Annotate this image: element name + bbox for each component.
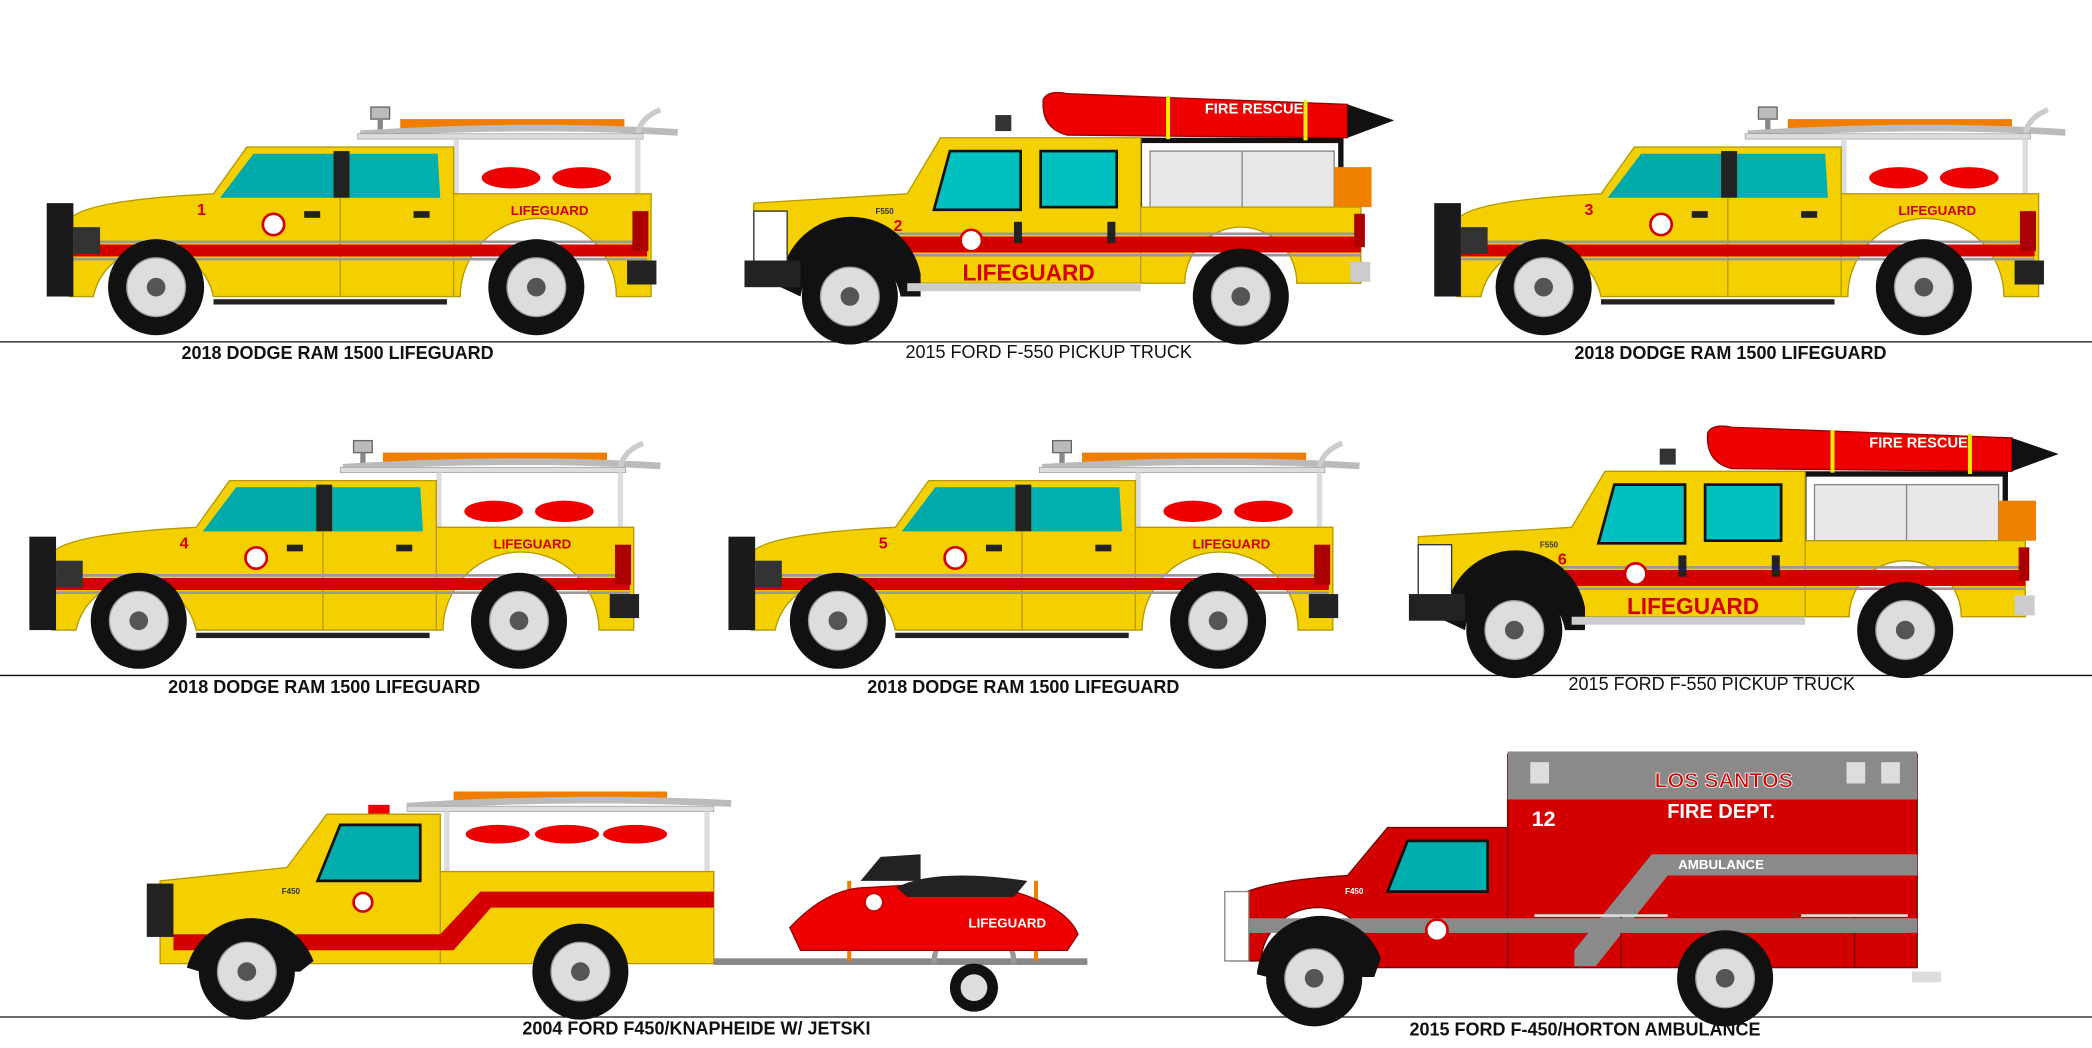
vehicle-dodge-ram-4: 4 LIFEGUARD: [29, 441, 660, 669]
vehicle-caption: 2018 DODGE RAM 1500 LIFEGUARD: [182, 343, 494, 363]
unit-number: 6: [1558, 552, 1567, 569]
model-badge: F550: [875, 207, 894, 216]
vehicle-caption: 2018 DODGE RAM 1500 LIFEGUARD: [1574, 343, 1886, 363]
vehicle-caption: 2015 FORD F-550 PICKUP TRUCK: [1569, 674, 1855, 694]
vehicle-ford-f550-6: FIRE RESCUE F550 6 LIFEGUARD: [1409, 426, 2059, 678]
model-badge: F550: [1540, 540, 1559, 549]
vehicle-dodge-ram-3: 3 LIFEGUARD: [1434, 107, 2065, 335]
door-text: LIFEGUARD: [963, 260, 1095, 286]
door-text: LIFEGUARD: [1193, 537, 1271, 552]
unit-number: 3: [1585, 202, 1594, 219]
door-text: LIFEGUARD: [1898, 203, 1976, 218]
model-badge: F450: [282, 887, 301, 896]
jetski-text: LIFEGUARD: [968, 916, 1046, 931]
unit-number: 4: [180, 536, 189, 553]
model-badge: F450: [1345, 887, 1364, 896]
raft-text: FIRE RESCUE: [1205, 102, 1304, 118]
vehicle-ambulance: LOS SANTOS FIRE DEPT. 12 AMBULANCE F450: [1224, 751, 1942, 1027]
vehicle-f450-jetski: F450 LIFEGUARD LIFEGUARD: [146, 791, 1088, 1021]
unit-number: 1: [197, 202, 206, 219]
door-text: LIFEGUARD: [511, 203, 589, 218]
unit-number: 12: [1532, 807, 1556, 831]
box-title: LOS SANTOS: [1655, 769, 1793, 793]
vehicle-dodge-ram-5: 5 LIFEGUARD: [728, 441, 1359, 669]
door-text: LIFEGUARD: [544, 892, 622, 907]
raft-text: FIRE RESCUE: [1869, 435, 1968, 451]
vehicle-dodge-ram-1: 1 LIFEGUARD: [47, 107, 678, 335]
unit-number: 2: [893, 218, 902, 235]
vehicle-caption: 2015 FORD F-450/HORTON AMBULANCE: [1409, 1020, 1760, 1040]
unit-number: 5: [879, 536, 888, 553]
door-text: LIFEGUARD: [493, 537, 571, 552]
vehicle-caption: 2018 DODGE RAM 1500 LIFEGUARD: [867, 677, 1179, 697]
vehicle-caption: 2018 DODGE RAM 1500 LIFEGUARD: [168, 677, 480, 697]
vehicle-ford-f550-2: FIRE RESCUE F550 2 LIFEGUARD: [744, 93, 1394, 345]
stripe-text: AMBULANCE: [1678, 857, 1764, 872]
door-text: LIFEGUARD: [1627, 593, 1759, 619]
vehicle-caption: 2015 FORD F-550 PICKUP TRUCK: [905, 342, 1191, 362]
box-subtitle: FIRE DEPT.: [1667, 801, 1775, 823]
vehicle-caption: 2004 FORD F450/KNAPHEIDE W/ JETSKI: [522, 1018, 870, 1038]
